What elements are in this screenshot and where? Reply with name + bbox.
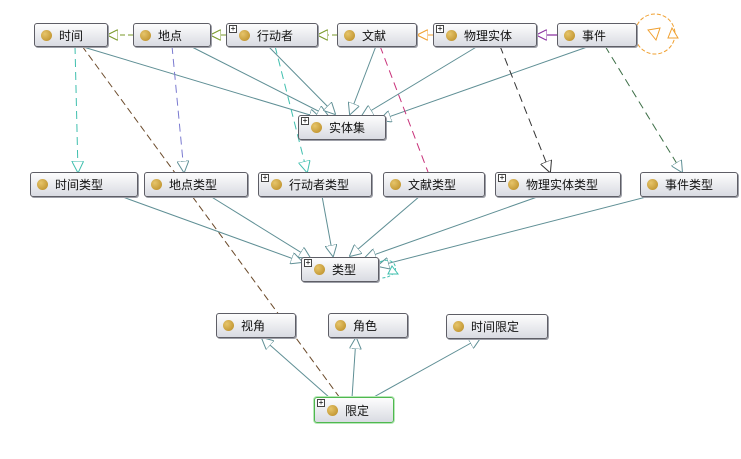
class-node-physical-entity-type[interactable]: + 物理实体类型 bbox=[495, 172, 621, 197]
edge-place-entityset bbox=[189, 45, 328, 116]
class-label: 物理实体类型 bbox=[526, 178, 599, 192]
class-label: 行动者 bbox=[257, 28, 294, 43]
class-icon bbox=[37, 179, 48, 190]
class-node-place-type[interactable]: 地点类型 bbox=[144, 172, 248, 197]
class-label: 视角 bbox=[241, 319, 266, 333]
edge-eventtype-type bbox=[378, 195, 651, 266]
class-icon bbox=[335, 320, 346, 331]
class-node-event-type[interactable]: 事件类型 bbox=[640, 172, 738, 197]
expand-icon[interactable]: + bbox=[304, 258, 312, 267]
class-icon bbox=[223, 320, 234, 331]
class-icon bbox=[344, 29, 355, 41]
class-label: 文献类型 bbox=[408, 178, 457, 192]
edge-restriction-view bbox=[262, 338, 331, 399]
edge-restriction-timelimit bbox=[371, 338, 480, 399]
edge-actor-entityset bbox=[267, 45, 335, 114]
class-node-type[interactable]: + 类型 bbox=[301, 257, 379, 282]
class-node-view[interactable]: 视角 bbox=[216, 313, 296, 338]
class-node-event[interactable]: 事件 bbox=[557, 23, 637, 47]
class-node-time[interactable]: 时间 bbox=[34, 23, 108, 47]
class-node-time-limit[interactable]: 时间限定 bbox=[446, 314, 548, 339]
class-label: 实体集 bbox=[329, 121, 366, 135]
class-icon bbox=[140, 29, 151, 41]
edge-timetype-type bbox=[119, 195, 302, 262]
class-icon bbox=[314, 264, 325, 275]
edge-event-entityset bbox=[380, 45, 591, 120]
class-label: 类型 bbox=[332, 263, 357, 277]
class-icon bbox=[508, 179, 519, 190]
class-icon bbox=[271, 179, 282, 190]
edge-placetype-type bbox=[209, 195, 310, 258]
class-label: 物理实体 bbox=[464, 28, 513, 43]
edge-event-self-loop-arrow bbox=[647, 27, 661, 42]
expand-icon[interactable]: + bbox=[301, 116, 309, 125]
class-icon bbox=[564, 29, 575, 41]
class-node-entity-set[interactable]: + 实体集 bbox=[298, 115, 386, 140]
class-node-physical-entity[interactable]: + 物理实体 bbox=[433, 23, 537, 47]
edge-time-restriction bbox=[81, 45, 341, 399]
edge-document-entityset bbox=[350, 45, 377, 114]
class-label: 行动者类型 bbox=[289, 178, 350, 192]
edge-actor-actortype bbox=[274, 45, 307, 172]
class-icon bbox=[446, 29, 457, 41]
expand-icon[interactable]: + bbox=[317, 398, 325, 407]
class-label: 事件类型 bbox=[665, 178, 714, 192]
class-node-time-type[interactable]: 时间类型 bbox=[30, 172, 138, 197]
edge-physical-phystype bbox=[499, 45, 550, 172]
edge-time-entityset bbox=[79, 45, 320, 118]
class-node-actor[interactable]: + 行动者 bbox=[226, 23, 318, 47]
edge-time-timetype bbox=[75, 45, 78, 172]
class-icon bbox=[647, 179, 658, 190]
class-node-document-type[interactable]: 文献类型 bbox=[383, 172, 485, 197]
edge-restriction-role bbox=[352, 338, 356, 399]
edge-phystype-type bbox=[365, 195, 541, 258]
class-node-document[interactable]: 文献 bbox=[337, 23, 417, 47]
class-icon bbox=[453, 321, 464, 332]
class-label: 角色 bbox=[353, 319, 378, 333]
expand-icon[interactable]: + bbox=[436, 24, 444, 33]
expand-icon[interactable]: + bbox=[229, 24, 237, 33]
edge-doctype-type bbox=[350, 195, 421, 256]
class-label: 时间 bbox=[59, 28, 84, 43]
class-icon bbox=[327, 404, 338, 416]
expand-icon[interactable]: + bbox=[498, 173, 506, 182]
class-node-actor-type[interactable]: + 行动者类型 bbox=[258, 172, 372, 197]
class-icon bbox=[239, 29, 250, 41]
expand-icon[interactable]: + bbox=[261, 173, 269, 182]
class-label: 事件 bbox=[582, 28, 607, 43]
class-node-role[interactable]: 角色 bbox=[328, 313, 408, 338]
edge-physical-entityset bbox=[362, 45, 479, 116]
edge-event-self-loop-arrow2 bbox=[667, 26, 679, 39]
class-icon bbox=[41, 29, 52, 41]
class-label: 文献 bbox=[362, 28, 387, 43]
class-label: 时间类型 bbox=[55, 178, 104, 192]
class-label: 时间限定 bbox=[471, 320, 520, 334]
edge-document-doctype bbox=[379, 45, 429, 173]
edge-type-self-loop-arrow bbox=[387, 265, 399, 275]
class-label: 地点类型 bbox=[169, 178, 218, 192]
class-node-place[interactable]: 地点 bbox=[133, 23, 211, 47]
edge-actortype-type bbox=[321, 195, 333, 256]
class-label: 地点 bbox=[158, 28, 183, 43]
class-icon bbox=[390, 179, 401, 190]
class-icon bbox=[311, 122, 322, 133]
class-node-restriction[interactable]: + 限定 bbox=[314, 397, 394, 423]
class-label: 限定 bbox=[345, 403, 370, 418]
edge-place-placetype bbox=[171, 45, 184, 172]
edge-event-eventtype bbox=[604, 45, 682, 172]
class-icon bbox=[151, 179, 162, 190]
